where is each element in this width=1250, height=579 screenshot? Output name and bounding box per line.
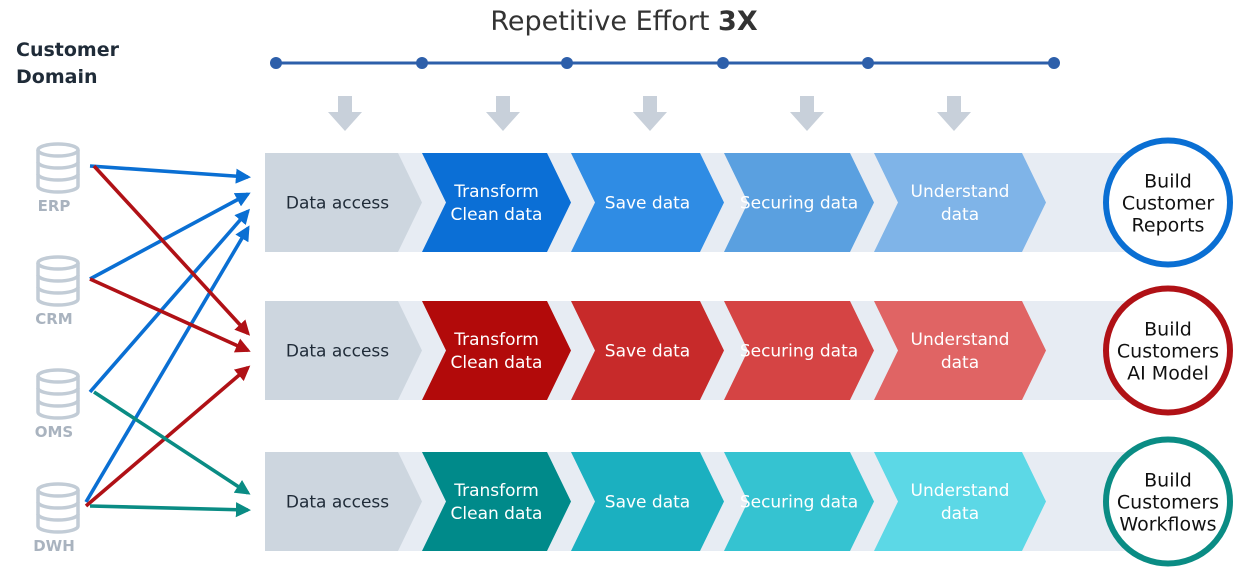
down-arrow-icon (328, 96, 362, 131)
stage-label: Data access (286, 342, 389, 362)
title-prefix: Repetitive Effort (490, 6, 718, 37)
stage-label: Securing data (740, 194, 858, 214)
timeline-dot (416, 57, 428, 69)
stage-label: Understand (911, 182, 1010, 202)
stage-label: Understand (911, 330, 1010, 350)
stage-chevron (422, 153, 571, 252)
source-dwh: DWH (33, 482, 80, 555)
stage-chevron (265, 452, 422, 551)
outcome-circle (1103, 436, 1233, 567)
timeline-dot (717, 57, 729, 69)
stage-label: Clean data (451, 353, 543, 373)
connection-arrow (93, 390, 251, 495)
outcome-label: Build (1144, 319, 1192, 341)
database-icon (36, 142, 80, 194)
stage-chevron (422, 301, 571, 400)
stage-chevron (265, 301, 422, 400)
source-label: CRM (35, 310, 73, 328)
source-label: ERP (38, 197, 71, 215)
timeline-dot (270, 57, 282, 69)
stage-label: Securing data (740, 493, 858, 513)
connection-arrows (84, 164, 252, 518)
down-arrow-icon (486, 96, 520, 131)
database-icon (36, 368, 80, 420)
stage-label: data (941, 504, 979, 524)
stage-label: Save data (605, 493, 690, 513)
stage-chevron (571, 153, 724, 252)
outcome-label: Workflows (1119, 514, 1216, 536)
title-emphasis: 3X (718, 6, 758, 37)
source-crm: CRM (35, 255, 80, 328)
connection-arrow (89, 164, 252, 184)
stage-label: Save data (605, 342, 690, 362)
down-arrow-icon (633, 96, 667, 131)
source-label: OMS (35, 423, 73, 441)
customer-domain-line1: Customer (16, 39, 120, 61)
stage-label: data (941, 353, 979, 373)
source-label: DWH (33, 537, 75, 555)
stage-chevron (874, 153, 1046, 252)
timeline-dot (862, 57, 874, 69)
source-oms: OMS (35, 368, 80, 441)
outcome-circle (1103, 137, 1233, 268)
connection-arrow (89, 277, 251, 353)
stage-label: Understand (911, 481, 1010, 501)
source-systems: ERP CRM OMS DWH (33, 142, 80, 555)
customer-domain-line2: Domain (16, 66, 97, 88)
stage-label: Clean data (451, 504, 543, 524)
stage-label: Save data (605, 194, 690, 214)
stage-label: Securing data (740, 342, 858, 362)
connection-arrow (84, 365, 251, 508)
down-arrow-icon (937, 96, 971, 131)
timeline-dot (561, 57, 573, 69)
outcome-label: Customers (1117, 492, 1219, 514)
outcome-label: Customers (1117, 341, 1219, 363)
stage-label: Clean data (451, 205, 543, 225)
down-arrows (328, 96, 971, 131)
stage-label: Transform (453, 330, 539, 350)
stage-chevron (571, 301, 724, 400)
database-icon (36, 482, 80, 534)
stage-label: data (941, 205, 979, 225)
customer-domain-label: Customer Domain (16, 39, 120, 88)
stage-chevron (571, 452, 724, 551)
outcome-label: Customer (1122, 193, 1214, 215)
stage-label: Data access (286, 493, 389, 513)
outcome-label: AI Model (1127, 363, 1209, 385)
stage-chevron (724, 153, 874, 252)
connection-arrow (89, 502, 252, 518)
stage-label: Transform (453, 481, 539, 501)
outcome-circle (1103, 285, 1233, 416)
stage-label: Data access (286, 194, 389, 214)
stage-chevron (724, 301, 874, 400)
connection-arrow (88, 208, 250, 394)
down-arrow-icon (790, 96, 824, 131)
stage-chevron (874, 452, 1046, 551)
database-icon (36, 255, 80, 307)
connection-arrow (92, 164, 251, 336)
outcome-label: Reports (1132, 215, 1205, 237)
connection-arrow (84, 225, 250, 503)
timeline (270, 57, 1060, 69)
source-erp: ERP (36, 142, 80, 215)
connection-arrow (89, 192, 251, 281)
timeline-dot (1048, 57, 1060, 69)
stage-chevron (724, 452, 874, 551)
page-title: Repetitive Effort 3X (490, 6, 758, 37)
stage-chevron (422, 452, 571, 551)
stage-label: Transform (453, 182, 539, 202)
outcome-label: Build (1144, 470, 1192, 492)
outcome-label: Build (1144, 171, 1192, 193)
stage-chevron (874, 301, 1046, 400)
stage-chevron (265, 153, 422, 252)
